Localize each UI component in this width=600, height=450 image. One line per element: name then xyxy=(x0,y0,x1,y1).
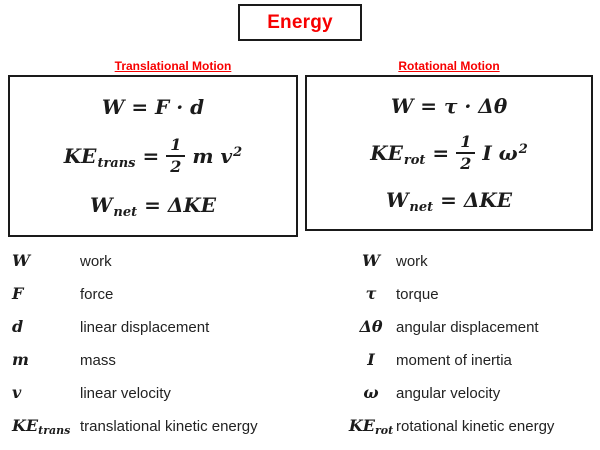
symbol-base: τ xyxy=(365,284,377,303)
symbol-base: m v xyxy=(192,143,233,168)
definition-symbol: W xyxy=(12,251,80,272)
definition-description: linear velocity xyxy=(80,385,171,402)
definition-row-angular-velocity: ω angular velocity xyxy=(346,377,594,410)
symbol-base: m xyxy=(12,350,29,369)
definition-symbol: τ xyxy=(346,284,396,305)
equals-sign: = xyxy=(142,143,160,168)
translational-formula-box: W = F · d KE trans = 1 2 m v 2 W net = Δ… xyxy=(8,75,298,237)
fraction-denominator: 2 xyxy=(170,156,182,176)
symbol-subscript: net xyxy=(113,204,138,220)
definition-description: force xyxy=(80,286,114,303)
translational-motion-header: Translational Motion xyxy=(114,59,232,73)
definition-symbol: KEtrans xyxy=(12,416,80,437)
fraction-one-half: 1 2 xyxy=(456,132,476,174)
symbol-base: W xyxy=(12,251,30,270)
symbol-exponent: 2 xyxy=(518,141,528,157)
definition-symbol: KErot xyxy=(346,416,396,437)
definition-row-work: W work xyxy=(12,245,298,278)
symbol-subscript: net xyxy=(409,200,434,216)
definition-description: mass xyxy=(80,352,116,369)
fraction-numerator: 1 xyxy=(456,132,476,154)
definition-row-mass: m mass xyxy=(12,344,298,377)
symbol-base: KE xyxy=(12,416,39,435)
definition-row-moment-of-inertia: I moment of inertia xyxy=(346,344,594,377)
fraction-denominator: 2 xyxy=(460,153,472,173)
definition-symbol: d xyxy=(12,317,80,338)
equals-sign: = xyxy=(144,192,161,217)
symbol-base: d xyxy=(12,317,24,336)
formula-rhs: m v 2 xyxy=(192,144,242,168)
page-title: Energy xyxy=(267,11,333,33)
definition-symbol: m xyxy=(12,350,80,371)
symbol-base: KE xyxy=(370,140,403,165)
symbol-base: Δθ xyxy=(359,317,383,336)
formula-text: W = F · d xyxy=(101,95,205,120)
symbol-base: KE xyxy=(348,416,375,435)
symbol-base: W xyxy=(362,251,380,270)
symbol-base: W xyxy=(385,188,409,213)
definition-symbol: F xyxy=(12,284,80,305)
definition-description: torque xyxy=(396,286,439,303)
formula-lhs: W net xyxy=(385,188,434,216)
definition-description: angular velocity xyxy=(396,385,501,402)
symbol-base: ω xyxy=(363,383,379,402)
formula-lhs: KE trans xyxy=(63,143,136,171)
formula-rhs: ΔKE xyxy=(167,192,217,217)
symbol-exponent: 2 xyxy=(233,144,243,160)
definition-row-force: F force xyxy=(12,278,298,311)
rotational-definitions-list: W work τ torque Δθ angular displacement … xyxy=(346,245,594,443)
definition-symbol: v xyxy=(12,383,80,404)
definition-row-angular-displacement: Δθ angular displacement xyxy=(346,311,594,344)
symbol-subscript: rot xyxy=(374,424,394,437)
definition-symbol: Δθ xyxy=(346,317,396,338)
definition-description: work xyxy=(396,253,428,270)
definition-row-linear-velocity: v linear velocity xyxy=(12,377,298,410)
formula-rhs: I ω 2 xyxy=(482,141,527,165)
definition-row-linear-displacement: d linear displacement xyxy=(12,311,298,344)
formula-rhs: ΔKE xyxy=(463,188,513,213)
formula-text: W = τ · Δθ xyxy=(390,93,508,118)
equals-sign: = xyxy=(432,140,450,165)
title-box: Energy xyxy=(238,4,362,41)
formula-lhs: KE rot xyxy=(370,140,426,168)
definition-description: moment of inertia xyxy=(396,352,512,369)
fraction-numerator: 1 xyxy=(166,135,186,157)
formula-net-work-translational: W net = ΔKE xyxy=(89,192,217,220)
formula-lhs: W net xyxy=(89,192,138,220)
definition-row-work: W work xyxy=(346,245,594,278)
formula-kinetic-energy-translational: KE trans = 1 2 m v 2 xyxy=(63,135,242,177)
rotational-motion-header: Rotational Motion xyxy=(398,59,500,73)
symbol-base: I ω xyxy=(482,140,518,165)
definition-description: work xyxy=(80,253,112,270)
fraction-one-half: 1 2 xyxy=(166,135,186,177)
symbol-base: F xyxy=(12,284,24,303)
symbol-base: v xyxy=(12,383,22,402)
translational-definitions-list: W work F force d linear displacement m m… xyxy=(12,245,298,443)
definition-description: linear displacement xyxy=(80,319,210,336)
definition-row-translational-kinetic-energy: KEtrans translational kinetic energy xyxy=(12,410,298,443)
symbol-base: KE xyxy=(63,143,97,168)
symbol-subscript: trans xyxy=(38,424,71,437)
definition-row-torque: τ torque xyxy=(346,278,594,311)
formula-net-work-rotational: W net = ΔKE xyxy=(385,188,513,216)
definition-symbol: ω xyxy=(346,383,396,404)
formula-work-translational: W = F · d xyxy=(102,95,204,119)
symbol-base: W xyxy=(89,192,113,217)
definition-symbol: W xyxy=(346,251,396,272)
definition-symbol: I xyxy=(346,350,396,371)
formula-kinetic-energy-rotational: KE rot = 1 2 I ω 2 xyxy=(370,132,528,174)
equals-sign: = xyxy=(440,188,457,213)
symbol-subscript: trans xyxy=(97,155,136,171)
definition-description: translational kinetic energy xyxy=(80,418,258,435)
definition-row-rotational-kinetic-energy: KErot rotational kinetic energy xyxy=(346,410,594,443)
definition-description: angular displacement xyxy=(396,319,539,336)
definition-description: rotational kinetic energy xyxy=(396,418,555,435)
formula-work-rotational: W = τ · Δθ xyxy=(391,94,507,118)
symbol-subscript: rot xyxy=(403,152,426,168)
rotational-formula-box: W = τ · Δθ KE rot = 1 2 I ω 2 W net = ΔK… xyxy=(305,75,593,231)
symbol-base: I xyxy=(367,350,375,369)
